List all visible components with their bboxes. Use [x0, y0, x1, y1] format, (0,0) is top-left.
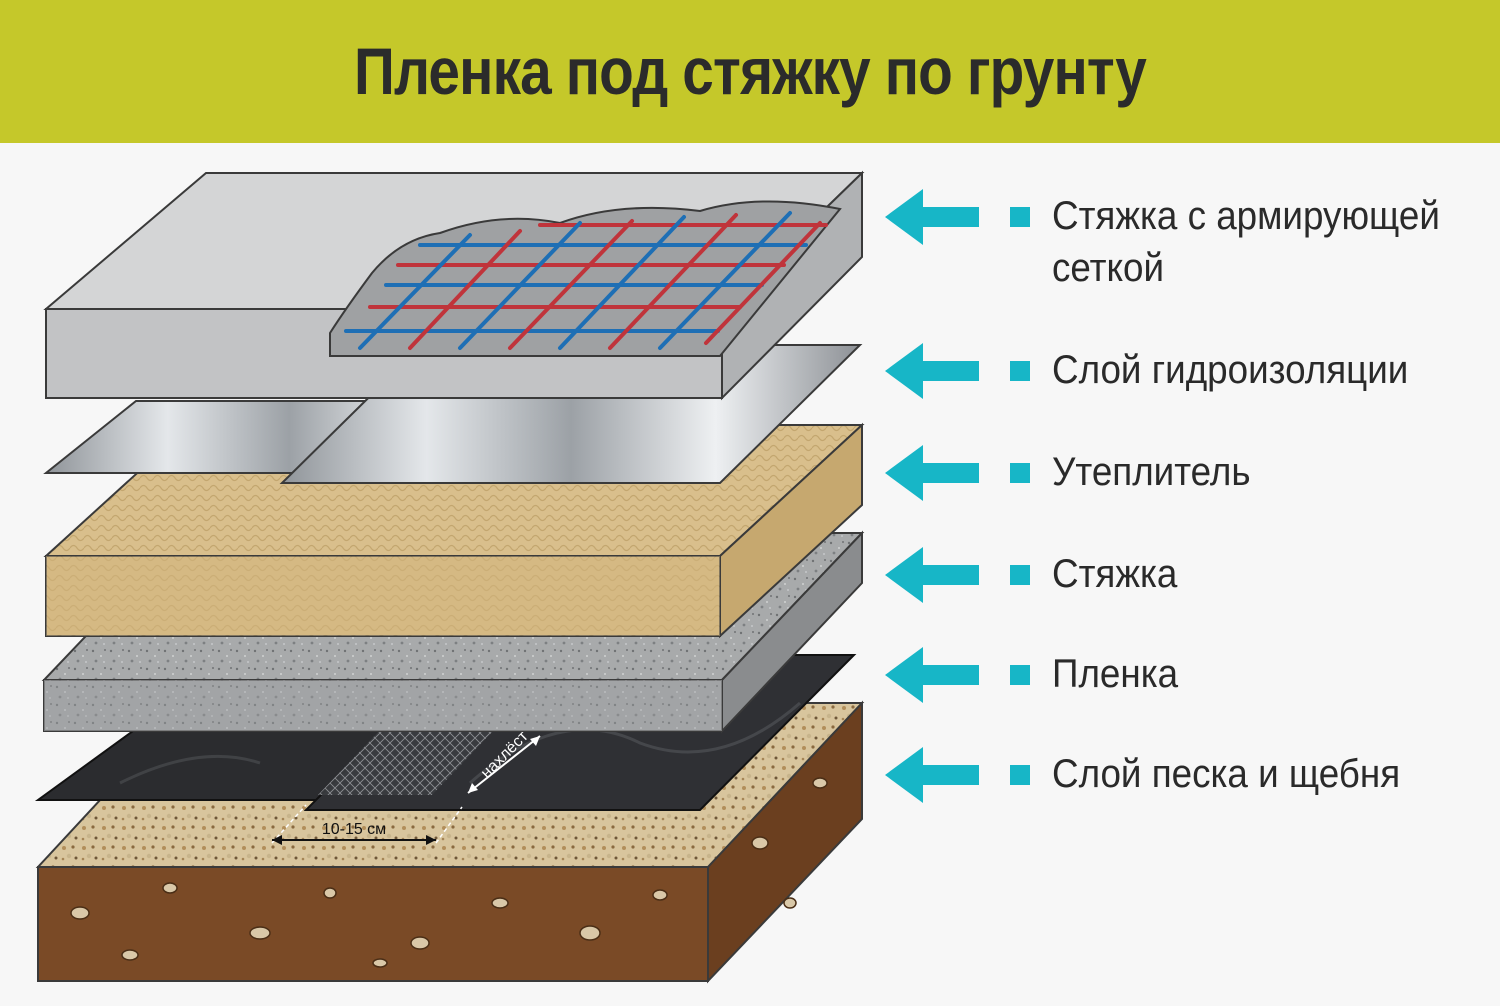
- page-title: Пленка под стяжку по грунту: [354, 34, 1147, 108]
- diagram-area: 10-15 см нахлёст: [0, 143, 1500, 1006]
- arrow-left-icon: [885, 547, 979, 603]
- legend-label: Слой гидроизоляции: [1052, 348, 1409, 392]
- reinforced-screed-layer: [43, 170, 865, 401]
- soil-stones: [70, 777, 828, 968]
- legend-bullet: [1010, 361, 1030, 381]
- legend-bullet: [1010, 207, 1030, 227]
- layer-stack-illustration: 10-15 см нахлёст: [34, 170, 865, 984]
- title-banner: Пленка под стяжку по грунту: [0, 0, 1500, 143]
- overlap-width-label: 10-15 см: [322, 821, 386, 838]
- arrow-left-icon: [885, 647, 979, 703]
- legend-bullet: [1010, 765, 1030, 785]
- legend-bullet: [1010, 463, 1030, 483]
- arrow-left-icon: [885, 343, 979, 399]
- legend-bullet: [1010, 565, 1030, 585]
- arrow-left-icon: [885, 445, 979, 501]
- legend-label: Слой песка и щебня: [1052, 752, 1401, 796]
- legend-bullet: [1010, 665, 1030, 685]
- arrow-left-icon: [885, 747, 979, 803]
- legend-label: Пленка: [1052, 652, 1179, 696]
- legend-label: Стяжка: [1052, 552, 1178, 596]
- legend-label-continuation: сеткой: [1052, 246, 1165, 290]
- legend-label: Утеплитель: [1052, 450, 1251, 494]
- arrow-left-icon: [885, 189, 979, 245]
- legend-label: Стяжка с армирующей: [1052, 194, 1440, 238]
- overlap-annotation: [271, 735, 541, 845]
- reinforcement-mesh: [344, 211, 828, 350]
